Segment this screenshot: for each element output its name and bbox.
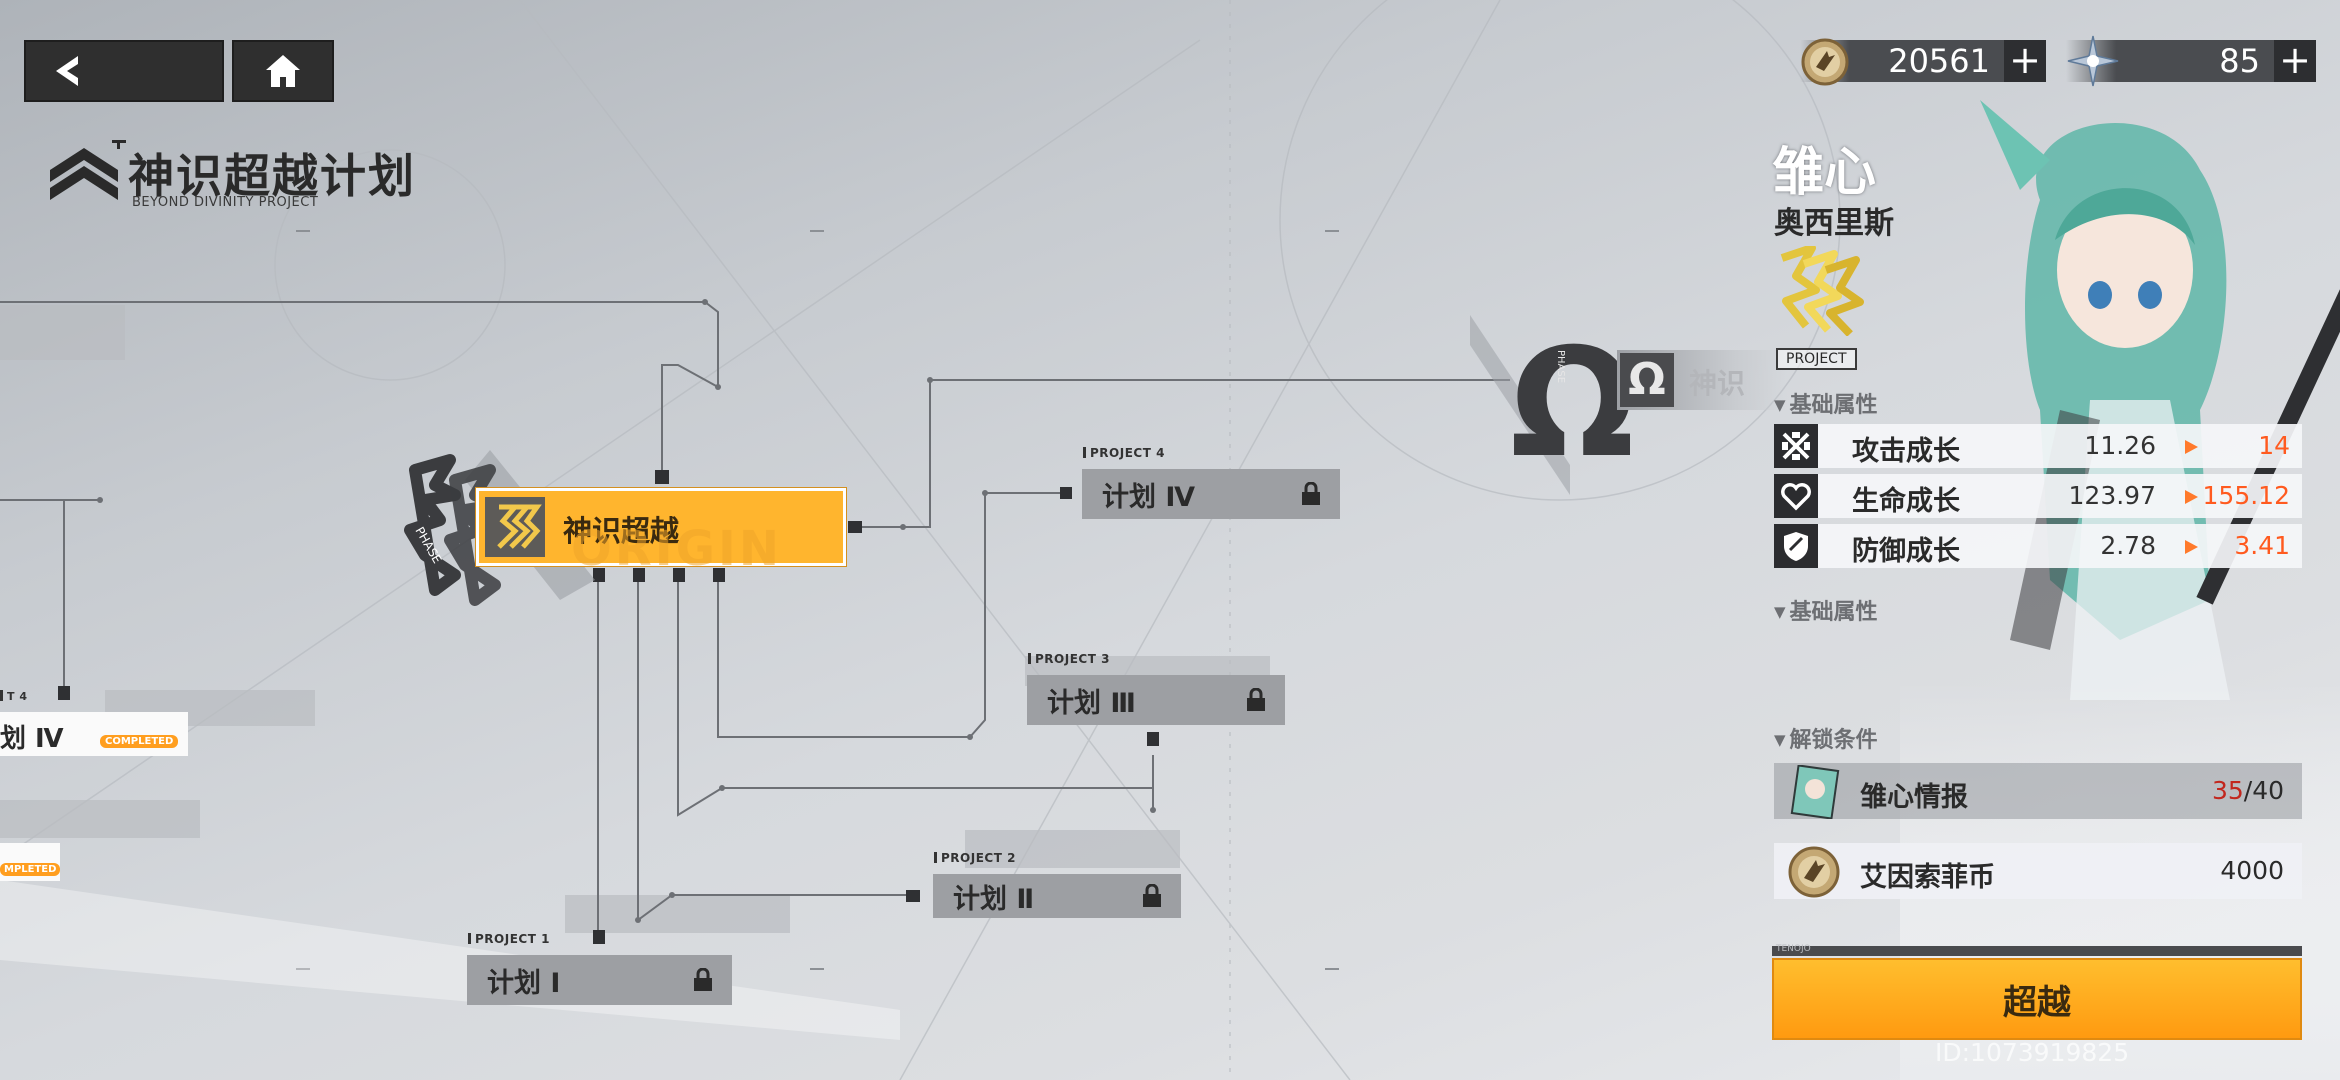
- back-button[interactable]: [24, 40, 224, 102]
- omega-symbol: Ω: [1510, 317, 1630, 491]
- stat-current: 2.78: [2100, 531, 2156, 560]
- stat-row-health: 生命成长 123.97 155.12: [1774, 474, 2302, 518]
- lock-icon: [694, 968, 712, 991]
- coin-add-button[interactable]: +: [2004, 40, 2046, 82]
- omega-label: 神识: [1689, 367, 1746, 400]
- left-project-label: 划 Ⅳ: [0, 724, 64, 754]
- stat-row-defense: 防御成长 2.78 3.41: [1774, 524, 2302, 568]
- stat-name: 生命成长: [1852, 486, 1960, 517]
- crystal-add-button[interactable]: +: [2274, 40, 2316, 82]
- page-subtitle: BEYOND DIVINITY PROJECT: [132, 195, 319, 210]
- project3-node[interactable]: 计划 Ⅲ: [1027, 675, 1285, 725]
- completed-badge-2: MPLETED: [0, 863, 61, 876]
- sss-rank-badge-icon: [1780, 246, 1864, 336]
- completed-badge: COMPLETED: [100, 735, 179, 748]
- sss-rank-icon: [497, 504, 542, 549]
- crystal-star-icon: [2067, 35, 2119, 87]
- project1-label: 计划 Ⅰ: [487, 967, 561, 999]
- requirement-have: 35: [2211, 776, 2244, 805]
- arrow-right-icon: [2185, 540, 2198, 554]
- omega-icon: Ω: [1620, 353, 1674, 407]
- requirement-name: 雏心情报: [1860, 782, 1968, 813]
- back-arrow-icon: [56, 56, 78, 86]
- main-node-watermark: ORIGIN: [571, 521, 783, 577]
- stat-name: 防御成长: [1852, 536, 1960, 567]
- project1-tag: PROJECT 1: [468, 932, 550, 946]
- omega-node[interactable]: Ω 神识: [1617, 350, 1787, 410]
- stat-next: 155.12: [2202, 481, 2290, 510]
- requirement-intel[interactable]: 雏心情报 35/40: [1774, 763, 2302, 819]
- lock-icon: [1302, 482, 1320, 505]
- home-icon: [266, 55, 300, 87]
- requirement-progress: 35/40: [2212, 776, 2284, 805]
- arrow-right-icon: [2185, 440, 2198, 454]
- left-project-node[interactable]: 划 Ⅳ COMPLETED: [0, 712, 188, 756]
- title-chevron-icon: [50, 140, 126, 200]
- stat-current: 123.97: [2068, 481, 2156, 510]
- omega-phase: PHASE: [1555, 350, 1566, 383]
- coin-counter: 20561 +: [1800, 38, 2046, 86]
- shield-icon: [1774, 524, 1818, 568]
- left-project-node-2[interactable]: MPLETED: [0, 843, 61, 881]
- requirement-coin[interactable]: 艾因索菲币 4000: [1774, 843, 2302, 899]
- lock-icon: [1247, 688, 1265, 711]
- transcend-button-label: 超越: [2003, 982, 2071, 1023]
- left-project-tag: T 4: [0, 690, 28, 703]
- transcend-button[interactable]: 超越: [1772, 958, 2302, 1040]
- stat-next: 3.41: [2234, 531, 2290, 560]
- action-button-frame: TENOJO: [1772, 944, 2302, 956]
- requirement-amount: 4000: [2220, 856, 2284, 885]
- project1-node[interactable]: 计划 Ⅰ: [467, 955, 732, 1005]
- crystal-value: 85: [2219, 42, 2260, 80]
- project-badge: PROJECT: [1776, 348, 1857, 370]
- coin-icon: [1801, 38, 1849, 86]
- attack-icon: [1774, 424, 1818, 468]
- project4-node[interactable]: 计划 Ⅳ: [1082, 469, 1340, 519]
- stat-current: 11.26: [2084, 431, 2156, 460]
- project4-tag: PROJECT 4: [1083, 446, 1165, 460]
- character-name: 雏心: [1772, 143, 1877, 203]
- main-node-icon-box: [485, 497, 545, 557]
- requirement-need: 40: [2252, 776, 2284, 805]
- project2-node[interactable]: 计划 Ⅱ: [933, 874, 1181, 918]
- requirement-name: 艾因索菲币: [1860, 862, 1995, 893]
- section-base-attr: 基础属性: [1774, 387, 1878, 419]
- player-id: ID:1073919825: [1935, 1038, 2130, 1067]
- character-intel-card-icon: [1790, 765, 1840, 819]
- stat-row-attack: 攻击成长 11.26 14: [1774, 424, 2302, 468]
- heart-icon: [1774, 474, 1818, 518]
- character-portrait: [1900, 100, 2340, 1080]
- arrow-right-icon: [2185, 490, 2198, 504]
- main-node-selected[interactable]: 神识超越 ORIGIN: [476, 488, 846, 577]
- frame-name: 奥西里斯: [1774, 206, 1894, 241]
- main-node-label: 神识超越: [563, 514, 680, 548]
- action-tag: TENOJO: [1776, 944, 1811, 954]
- section-base-attr-2[interactable]: 基础属性: [1774, 594, 1878, 626]
- project4-label: 计划 Ⅳ: [1102, 481, 1196, 513]
- project3-tag: PROJECT 3: [1028, 652, 1110, 666]
- omega-emblem: Ω PHASE: [1470, 315, 1630, 495]
- project3-label: 计划 Ⅲ: [1047, 687, 1136, 719]
- coin-value: 20561: [1888, 42, 1990, 80]
- project2-label: 计划 Ⅱ: [953, 883, 1035, 915]
- coin-icon: [1788, 846, 1840, 898]
- project2-tag: PROJECT 2: [934, 851, 1016, 865]
- requirement-sep: /: [2243, 776, 2253, 805]
- stat-next: 14: [2258, 431, 2290, 460]
- home-button[interactable]: [232, 40, 334, 102]
- crystal-counter: 85 +: [2066, 35, 2316, 87]
- lock-icon: [1143, 884, 1161, 907]
- stat-name: 攻击成长: [1852, 436, 1960, 467]
- section-unlock: 解锁条件: [1774, 722, 1878, 754]
- page-title: 神识超越计划: [128, 149, 416, 203]
